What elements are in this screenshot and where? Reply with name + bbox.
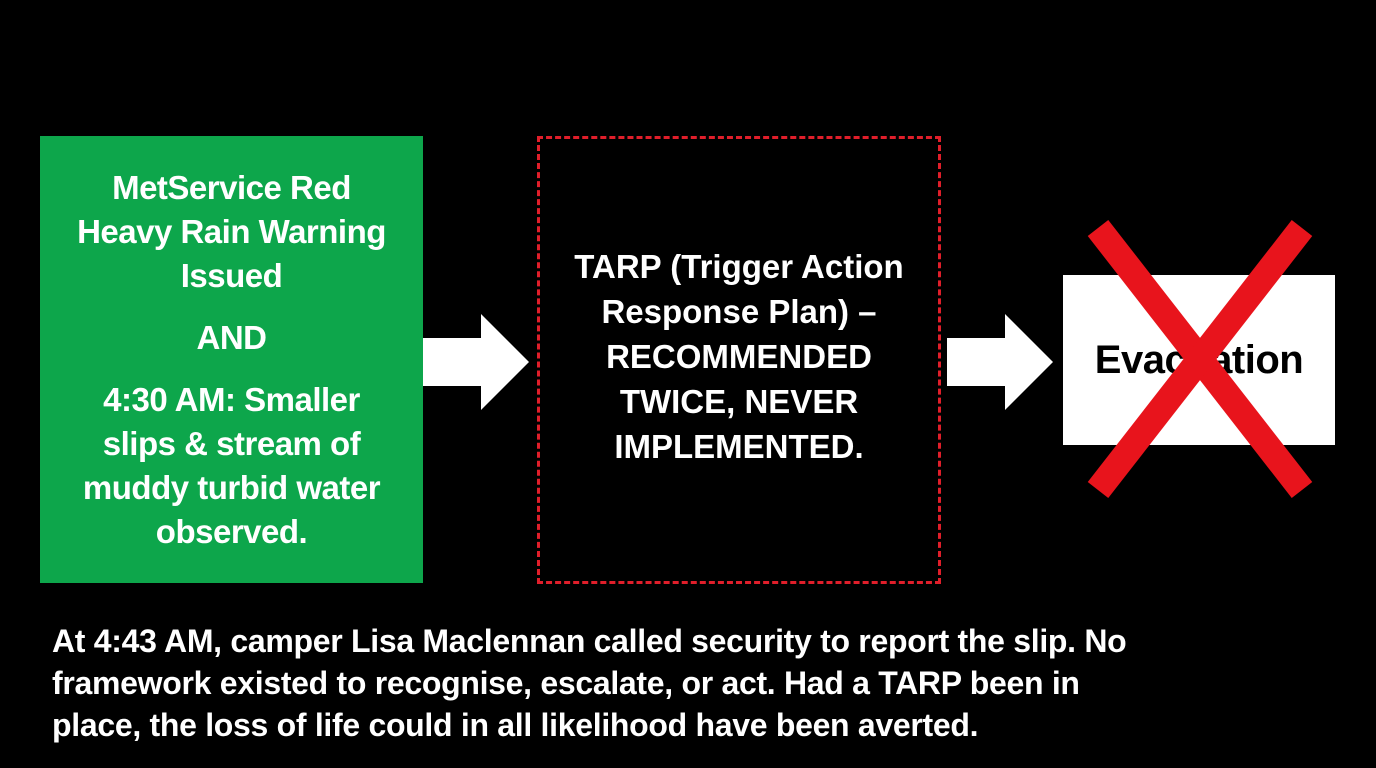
caption-text: At 4:43 AM, camper Lisa Maclennan called… [52, 620, 1352, 746]
tarp-line-5: IMPLEMENTED. [614, 427, 864, 465]
tarp-box: TARP (Trigger Action Response Plan) – RE… [537, 136, 941, 584]
tarp-line-2: Response Plan) – [601, 292, 877, 330]
trigger-line-2: Heavy Rain Warning [77, 212, 386, 250]
caption-line-3: place, the loss of life could in all lik… [52, 707, 979, 743]
trigger-line-3: Issued [180, 256, 283, 294]
trigger-connector: AND [196, 318, 268, 356]
trigger-line-4: 4:30 AM: Smaller [103, 380, 360, 418]
trigger-line-5: slips & stream of [102, 424, 361, 462]
caption-line-2: framework existed to recognise, escalate… [52, 665, 1080, 701]
trigger-line-6: muddy turbid water [82, 468, 381, 506]
right-arrow-icon [947, 314, 1053, 410]
trigger-line-7: observed. [155, 512, 308, 550]
tarp-line-3: RECOMMENDED [606, 337, 872, 375]
tarp-line-4: TWICE, NEVER [619, 382, 859, 420]
caption-line-1: At 4:43 AM, camper Lisa Maclennan called… [52, 623, 1127, 659]
trigger-line-1: MetService Red [112, 168, 351, 206]
trigger-box: MetService Red Heavy Rain Warning Issued… [40, 136, 423, 583]
tarp-line-1: TARP (Trigger Action [574, 247, 904, 285]
right-arrow-icon [423, 314, 529, 410]
cross-out-icon [1087, 220, 1313, 498]
